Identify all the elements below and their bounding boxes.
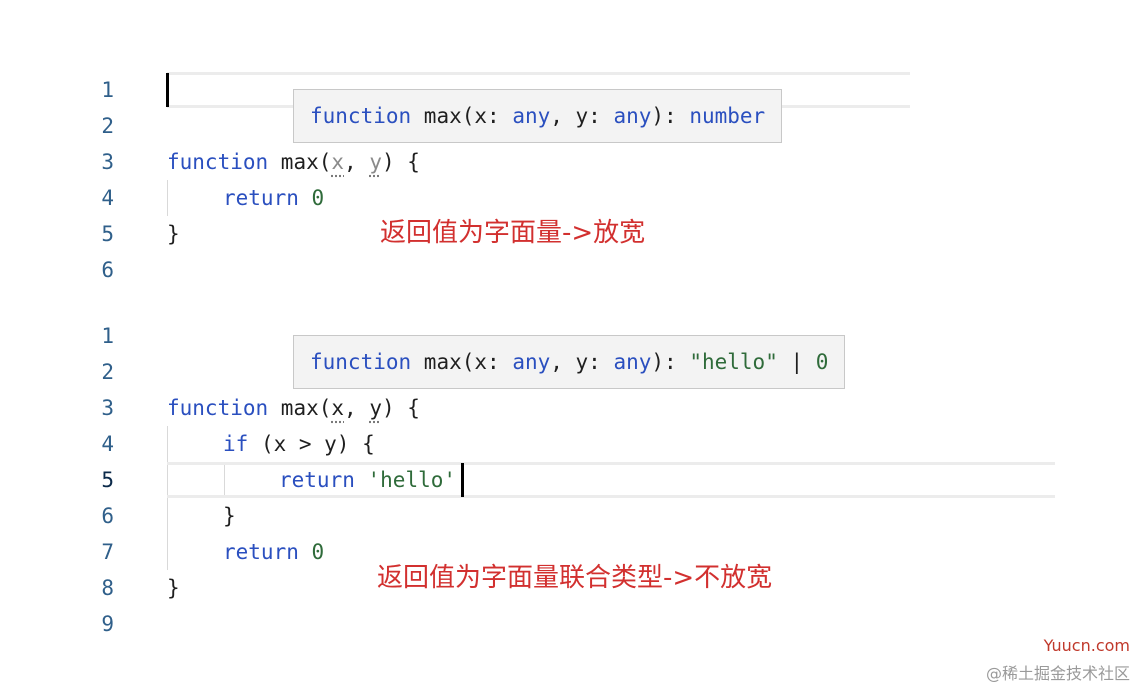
type-hover-tooltip: function max(x: any, y: any): number [293,89,783,143]
code-line[interactable]: } [167,576,180,600]
code-line[interactable]: } [167,222,180,246]
code-line[interactable]: return 0 [223,186,325,210]
code-line[interactable]: function max(x, y) { [167,150,420,174]
line-number: 1 [101,324,114,348]
line-number: 2 [101,360,114,384]
code-line[interactable]: if (x > y) { [223,432,375,456]
line-number: 5 [101,468,114,492]
line-number: 1 [101,78,114,102]
indent-guide [167,180,168,216]
current-line-highlight [167,462,1055,498]
type-hover-tooltip: function max(x: any, y: any): "hello" | … [293,335,846,389]
indent-guide [167,426,168,570]
param-y: y [369,396,382,420]
param-x: x [331,396,345,420]
watermark-site: Yuucn.com [1043,636,1130,655]
line-number: 4 [101,432,114,456]
param-x: x [331,150,345,174]
code-line[interactable]: function max(x, y) { [167,396,420,420]
text-cursor [166,73,169,107]
line-number: 4 [101,186,114,210]
line-number: 7 [101,540,114,564]
line-number: 8 [101,576,114,600]
line-number: 6 [101,258,114,282]
indent-guide [224,462,225,498]
watermark-credit: @稀土掘金技术社区 [985,664,1130,683]
param-y: y [369,150,382,174]
code-line[interactable]: } [223,504,236,528]
line-number: 6 [101,504,114,528]
line-number: 3 [101,150,114,174]
code-line[interactable]: return 'hello' [279,468,457,492]
line-number: 5 [101,222,114,246]
code-line[interactable]: return 0 [223,540,325,564]
annotation-union-no-widen: 返回值为字面量联合类型->不放宽 [377,563,773,593]
text-cursor [461,463,464,497]
line-number: 2 [101,114,114,138]
annotation-literal-widen: 返回值为字面量->放宽 [380,218,646,248]
line-number: 3 [101,396,114,420]
line-number: 9 [101,612,114,636]
